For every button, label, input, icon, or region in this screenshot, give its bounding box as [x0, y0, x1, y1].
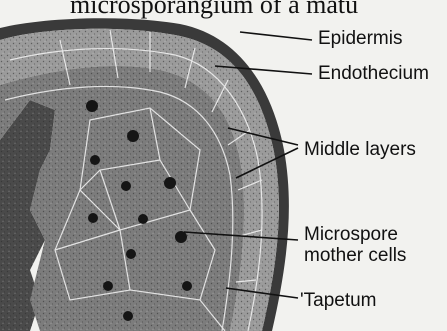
- nucleus: [88, 213, 98, 223]
- label-middle-layers: Middle layers: [304, 139, 416, 160]
- nucleus: [121, 181, 131, 191]
- label-microspore-line1: Microspore: [304, 224, 398, 245]
- nucleus: [182, 281, 192, 291]
- nucleus: [90, 155, 100, 165]
- nucleus: [126, 249, 136, 259]
- nucleus: [138, 214, 148, 224]
- nucleus: [86, 100, 98, 112]
- label-microspore-line2: mother cells: [304, 245, 406, 266]
- nucleus: [164, 177, 176, 189]
- label-epidermis: Epidermis: [318, 28, 402, 49]
- leader-epidermis: [240, 32, 312, 40]
- nucleus: [127, 130, 139, 142]
- nucleus: [103, 281, 113, 291]
- nucleus: [123, 311, 133, 321]
- label-tapetum: 'Tapetum: [300, 290, 377, 311]
- label-endothecium: Endothecium: [318, 63, 429, 84]
